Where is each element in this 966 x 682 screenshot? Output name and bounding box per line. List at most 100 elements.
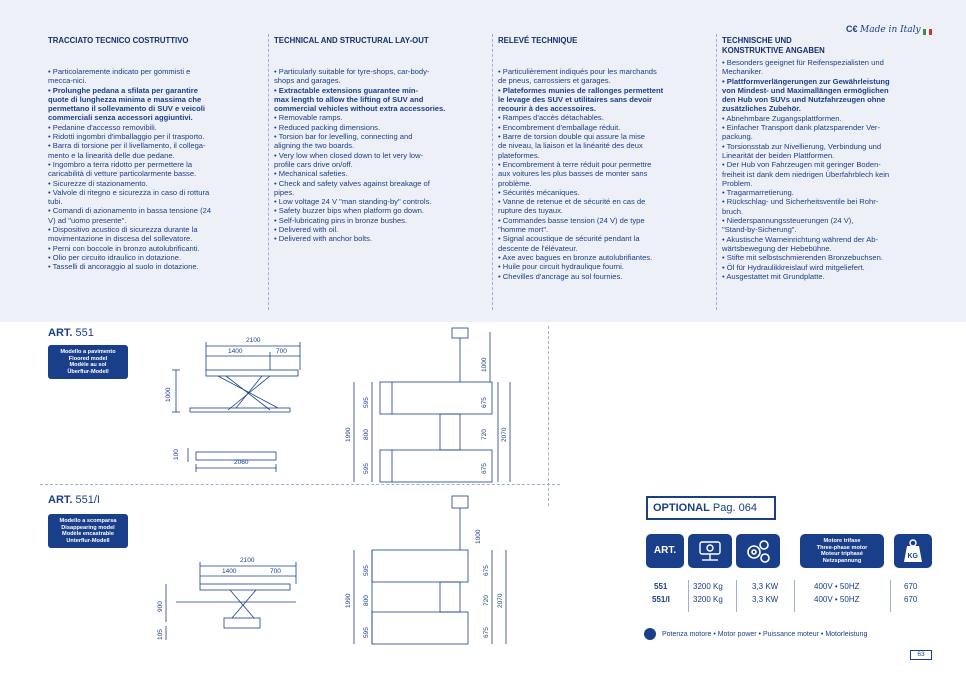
- cell-voltage: 400V • 50HZ: [814, 595, 860, 604]
- motor-type-header: Motore trifase Three-phase motor Moteur …: [800, 534, 884, 568]
- side-view-551: [172, 342, 301, 472]
- spec-line: quote di lunghezza minima e massima che: [48, 94, 202, 104]
- dim-col-h: 1000: [481, 357, 488, 372]
- section-divider: [40, 484, 560, 485]
- dim-plan-w: 1990: [345, 593, 352, 608]
- weight-icon: KG: [894, 534, 932, 568]
- spec-line: • Plateformes munies de rallonges permet…: [498, 85, 664, 95]
- page-number: 63: [910, 650, 932, 660]
- table-divider: [794, 580, 795, 612]
- spec-line: Problem.: [722, 178, 753, 188]
- column-french: RELEVÉ TECHNIQUE• Particulièrement indiq…: [498, 36, 714, 281]
- spec-line: • Extractable extensions guarantee min-: [274, 85, 419, 95]
- dim-r2: 720: [481, 429, 488, 440]
- art-551-title: ART. 551: [48, 327, 94, 339]
- spec-line: • Torsion bar for levelling, connecting …: [274, 132, 413, 142]
- spec-line: • Stifte mit selbstschmierenden Bronzebu…: [722, 253, 883, 263]
- dim-p3: 595: [363, 463, 370, 474]
- spec-line: • Sicurezze di stazionamento.: [48, 178, 148, 188]
- optional-label: OPTIONAL: [653, 502, 710, 514]
- spec-line: Linearität der beiden Plattformen.: [722, 150, 835, 160]
- dim-col-h: 1000: [475, 529, 482, 544]
- spec-line: • Dispositivo acustico di sicurezza dura…: [48, 225, 198, 235]
- motor-label-line: Netzspannung: [822, 557, 862, 564]
- dim-plan-w: 1990: [345, 427, 352, 442]
- spec-line: • Self-lubricating pins in bronze bushes…: [274, 215, 408, 225]
- dim-total2: 2070: [501, 427, 508, 442]
- dim-r1: 675: [481, 397, 488, 408]
- spec-line: • Mechanical safeties.: [274, 169, 348, 179]
- spec-line: profile cars drive on/off.: [274, 159, 353, 169]
- dim-b: 700: [276, 348, 287, 355]
- cell-power: 3,3 KW: [752, 582, 779, 591]
- heading-line: TRACCIATO TECNICO COSTRUTTIVO: [48, 36, 189, 45]
- dim-base-len: 2060: [234, 459, 249, 466]
- column-divider: [268, 34, 269, 310]
- dim-p1: 595: [363, 565, 370, 576]
- spec-line: • Safety buzzer bips when platform go do…: [274, 206, 424, 216]
- spec-line: • Encombrement d'emballage réduit.: [498, 122, 621, 132]
- column-italian: TRACCIATO TECNICO COSTRUTTIVO • Particola…: [48, 36, 262, 272]
- table-divider: [890, 580, 891, 612]
- spec-line: permettano il sollevamento di SUV e veic…: [48, 104, 205, 114]
- spec-line: problème.: [498, 178, 532, 188]
- spec-line: bruch.: [722, 206, 744, 216]
- model-line: Modèle au sol: [69, 362, 107, 369]
- cell-power: 3,3 KW: [752, 595, 779, 604]
- art-number: 551/I: [75, 494, 100, 506]
- spec-line: • Abnehmbare Zugangsplattformen.: [722, 113, 842, 123]
- spec-line: • Rampes d'accès détachables.: [498, 113, 604, 123]
- motor-note-text: Potenza motore • Motor power • Puissance…: [661, 630, 868, 638]
- spec-line: freiheit ist dank dem niedrigen Überfahr…: [722, 169, 890, 179]
- heading-line: RELEVÉ TECHNIQUE: [498, 36, 578, 45]
- model-line: Überflur-Modell: [67, 368, 109, 375]
- cell-art: 551/I: [652, 595, 670, 604]
- spec-line: • Torsionsstab zur Nivellierung, Verbind…: [722, 141, 882, 151]
- lift-capacity-icon: [688, 534, 732, 568]
- cell-voltage: 400V • 50HZ: [814, 582, 860, 591]
- spec-line: • Very low when closed down to let very …: [274, 150, 424, 160]
- dim-p2: 800: [363, 429, 370, 440]
- cell-capacity: 3200 Kg: [693, 582, 723, 591]
- model-line: Unterflur-Modell: [66, 537, 110, 544]
- made-in-italy: Made in Italy: [860, 25, 921, 35]
- spec-line: • Pedanine d'accesso removibili.: [48, 122, 157, 132]
- cell-weight: 670: [904, 595, 918, 604]
- spec-line: mecca-nici.: [48, 76, 87, 86]
- motor-label-line: Moteur triphasé: [821, 551, 863, 558]
- spec-line: • Tasselli di ancoraggio al suolo in dot…: [48, 262, 199, 272]
- spec-line: • Ridotti ingombri d'imballaggio per il …: [48, 132, 205, 142]
- motor-power-icon: [644, 628, 656, 640]
- art-prefix: ART.: [48, 494, 73, 506]
- plan-view-551i: [353, 495, 507, 645]
- heading-line: TECHNISCHE UND: [722, 36, 792, 45]
- spec-line: den Hub von SUVs und Nutzfahrzeugen ohne: [722, 95, 886, 105]
- spec-line: zusätzliches Zubehör.: [722, 104, 801, 114]
- spec-line: • Particolaremente indicato per gommisti…: [48, 67, 191, 76]
- model-line: Floored model: [68, 355, 108, 362]
- cell-weight: 670: [904, 582, 918, 591]
- optional-link[interactable]: OPTIONAL Pag. 064: [646, 496, 776, 520]
- dim-r3: 675: [481, 463, 488, 474]
- spec-line: • Ausgestattet mit Grundplatte.: [722, 271, 825, 281]
- spec-line: • Niederspannungssteuerungen (24 V),: [722, 216, 854, 226]
- technical-drawings: 2100 1400 700 1000 100 2060 1990 595 800…: [157, 327, 511, 645]
- column-heading: RELEVÉ TECHNIQUE: [498, 36, 714, 58]
- brand-marks: C€ Made in Italy: [846, 24, 933, 35]
- cell-art: 551: [654, 582, 668, 591]
- model-line: Disappearing model: [61, 524, 115, 531]
- dim-p1: 595: [363, 397, 370, 408]
- spec-line: plateformes.: [498, 150, 540, 160]
- spec-line: • Signal acoustique de sécurité pendant …: [498, 234, 640, 244]
- spec-line: • Barra di torsione per il livellamento,…: [48, 141, 206, 151]
- spec-line: "Stand-by-Sicherung".: [722, 225, 797, 235]
- section-divider: [548, 326, 549, 506]
- art-prefix: ART.: [48, 327, 73, 339]
- model-line: Modello a scomparsa: [59, 518, 117, 524]
- spec-line: • Einfacher Transport dank platzsparende…: [722, 123, 880, 133]
- column-divider: [492, 34, 493, 310]
- spec-table: 551 3200 Kg 3,3 KW 400V • 50HZ 670 551/I…: [646, 582, 936, 608]
- table-divider: [688, 580, 689, 612]
- spec-line: aux voitures les plus basses de monter s…: [498, 169, 648, 179]
- dim-r2: 720: [483, 595, 490, 606]
